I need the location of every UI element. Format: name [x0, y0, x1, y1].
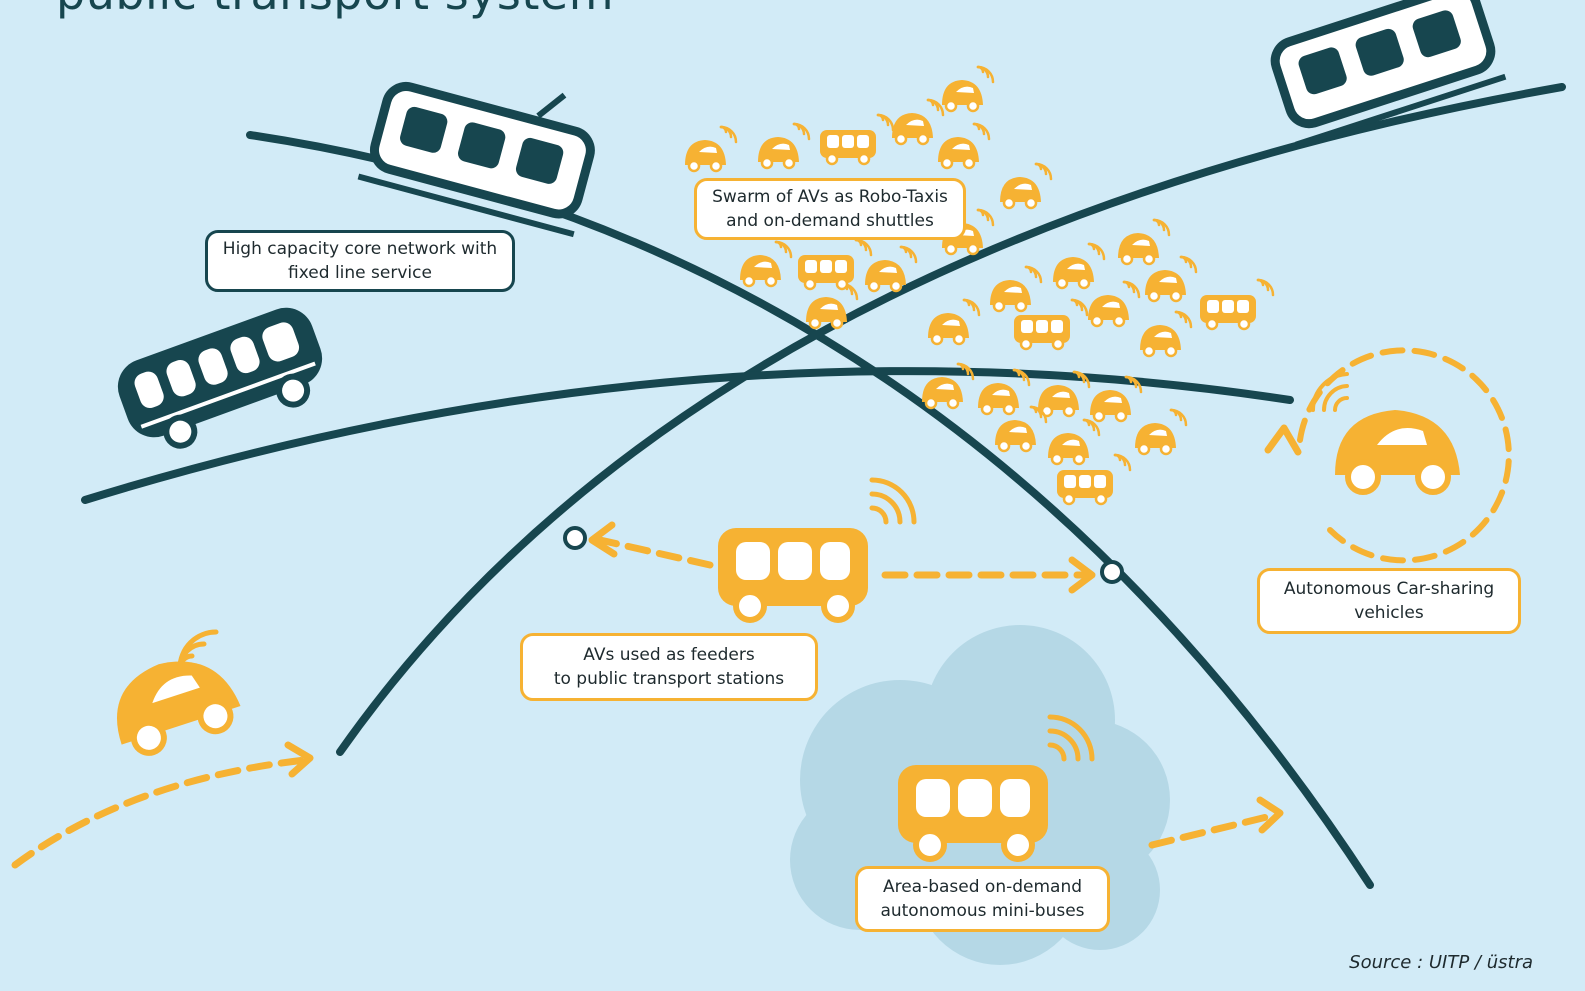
station-left	[563, 526, 587, 550]
tram-icon	[1270, 0, 1507, 148]
shuttle-icon	[820, 130, 876, 166]
signal-icon	[1047, 714, 1095, 762]
robo-taxi-icon	[1145, 270, 1186, 303]
swarm-label-line-2: and on-demand shuttles	[726, 211, 934, 231]
signal-icon	[956, 362, 975, 381]
core-network-label-line-1: High capacity core network with	[222, 239, 498, 259]
robo-taxi-icon	[806, 297, 847, 330]
mini-buses-label-line-1: Area-based on-demand	[882, 877, 1083, 897]
signal-icon	[1310, 372, 1349, 412]
swarm-label-line-1: Swarm of AVs as Robo-Taxis	[712, 187, 948, 207]
bus-icon	[117, 307, 323, 449]
robo-taxi-icon	[942, 80, 983, 113]
arrow-minibus	[1148, 811, 1279, 849]
shuttle-icon	[898, 765, 1048, 862]
feeders-label-line-1: AVs used as feeders	[583, 645, 755, 665]
signal-icon	[962, 298, 981, 317]
robo-taxi-icon	[928, 313, 969, 346]
robo-taxi-icon	[1000, 177, 1041, 210]
shuttle-icon	[1200, 295, 1256, 331]
shuttle-icon	[798, 255, 854, 291]
signal-icon	[1070, 298, 1089, 317]
signal-icon	[1087, 242, 1106, 261]
robo-taxi-icon	[978, 383, 1019, 416]
arrow-icon	[284, 424, 1302, 834]
robo-taxi-icon	[990, 280, 1031, 313]
feeders-label: AVs used as feeders to public transport …	[520, 633, 818, 701]
signal-icon	[926, 98, 945, 117]
robo-taxi-icon	[1048, 433, 1089, 466]
signal-icon	[1082, 418, 1101, 437]
robo-taxi-icon	[685, 140, 726, 173]
signal-icon	[792, 122, 811, 141]
signal-icon	[976, 208, 995, 227]
signal-icon	[869, 477, 917, 525]
page-title: public transport system	[56, 0, 614, 20]
robo-taxi-icon	[117, 661, 241, 756]
robo-taxi-icon	[922, 377, 963, 410]
core-line-c	[81, 367, 1294, 504]
robo-taxi-icon	[1038, 385, 1079, 418]
station-right	[1100, 560, 1124, 584]
mini-buses-label: Area-based on-demand autonomous mini-bus…	[855, 866, 1110, 932]
robo-taxi-icon	[1090, 390, 1131, 423]
feeders-label-line-2: to public transport stations	[553, 669, 785, 689]
signal-icon	[1179, 255, 1198, 274]
shuttle-icon	[718, 528, 868, 623]
signal-icon	[1122, 280, 1141, 299]
arrow-to-left-station	[596, 536, 714, 569]
robo-taxi-icon	[865, 260, 906, 293]
signal-icon	[1152, 218, 1171, 237]
signal-icon	[1034, 162, 1053, 181]
robo-taxi-icon	[1140, 325, 1181, 358]
signal-icon	[854, 238, 873, 257]
signal-icon	[774, 240, 793, 259]
signal-icon	[719, 125, 738, 144]
arrow-car-to-line	[11, 756, 309, 869]
car-sharing-label-line-2: vehicles	[1354, 603, 1424, 623]
signal-icon	[876, 113, 895, 132]
mini-buses-label-line-2: autonomous mini-buses	[880, 901, 1085, 921]
signal-icon	[1124, 375, 1143, 394]
robo-taxi-icon	[1335, 410, 1460, 495]
signal-icon	[976, 65, 995, 84]
core-network-label: High capacity core network with fixed li…	[205, 230, 515, 292]
signal-icon	[1024, 265, 1043, 284]
shuttle-icon	[1057, 470, 1113, 506]
signal-icon	[1072, 370, 1091, 389]
signal-icon	[1256, 278, 1275, 297]
car-sharing-label-line-1: Autonomous Car-sharing	[1283, 579, 1495, 599]
robo-taxi-icon	[995, 420, 1036, 453]
signal-icon	[1113, 453, 1132, 472]
tram-icon	[357, 81, 595, 238]
robo-taxi-icon	[740, 255, 781, 288]
signal-icon	[972, 122, 991, 141]
robo-taxi-icon	[1088, 295, 1129, 328]
arrow-paths	[11, 347, 1512, 869]
shuttle-icon	[1014, 315, 1070, 351]
signal-icon	[1012, 368, 1031, 387]
core-network-label-line-2: fixed line service	[288, 263, 432, 283]
source-credit: Source : UITP / üstra	[1349, 952, 1533, 973]
robo-taxi-icon	[1053, 257, 1094, 290]
swarm-label: Swarm of AVs as Robo-Taxis and on-demand…	[694, 178, 966, 240]
station-icon	[563, 526, 1124, 584]
robo-taxi-icon	[892, 113, 933, 146]
signal-icon	[1029, 405, 1048, 424]
signal-icon	[1174, 310, 1193, 329]
car-sharing-label: Autonomous Car-sharing vehicles	[1257, 568, 1521, 634]
swarm-vehicles	[685, 65, 1275, 506]
robo-taxi-icon	[758, 137, 799, 170]
signal-icon	[899, 245, 918, 264]
robo-taxi-icon	[1135, 423, 1176, 456]
robo-taxi-icon	[1118, 233, 1159, 266]
signal-icon	[1169, 408, 1188, 427]
robo-taxi-icon	[938, 137, 979, 170]
signal-icon	[177, 629, 219, 671]
